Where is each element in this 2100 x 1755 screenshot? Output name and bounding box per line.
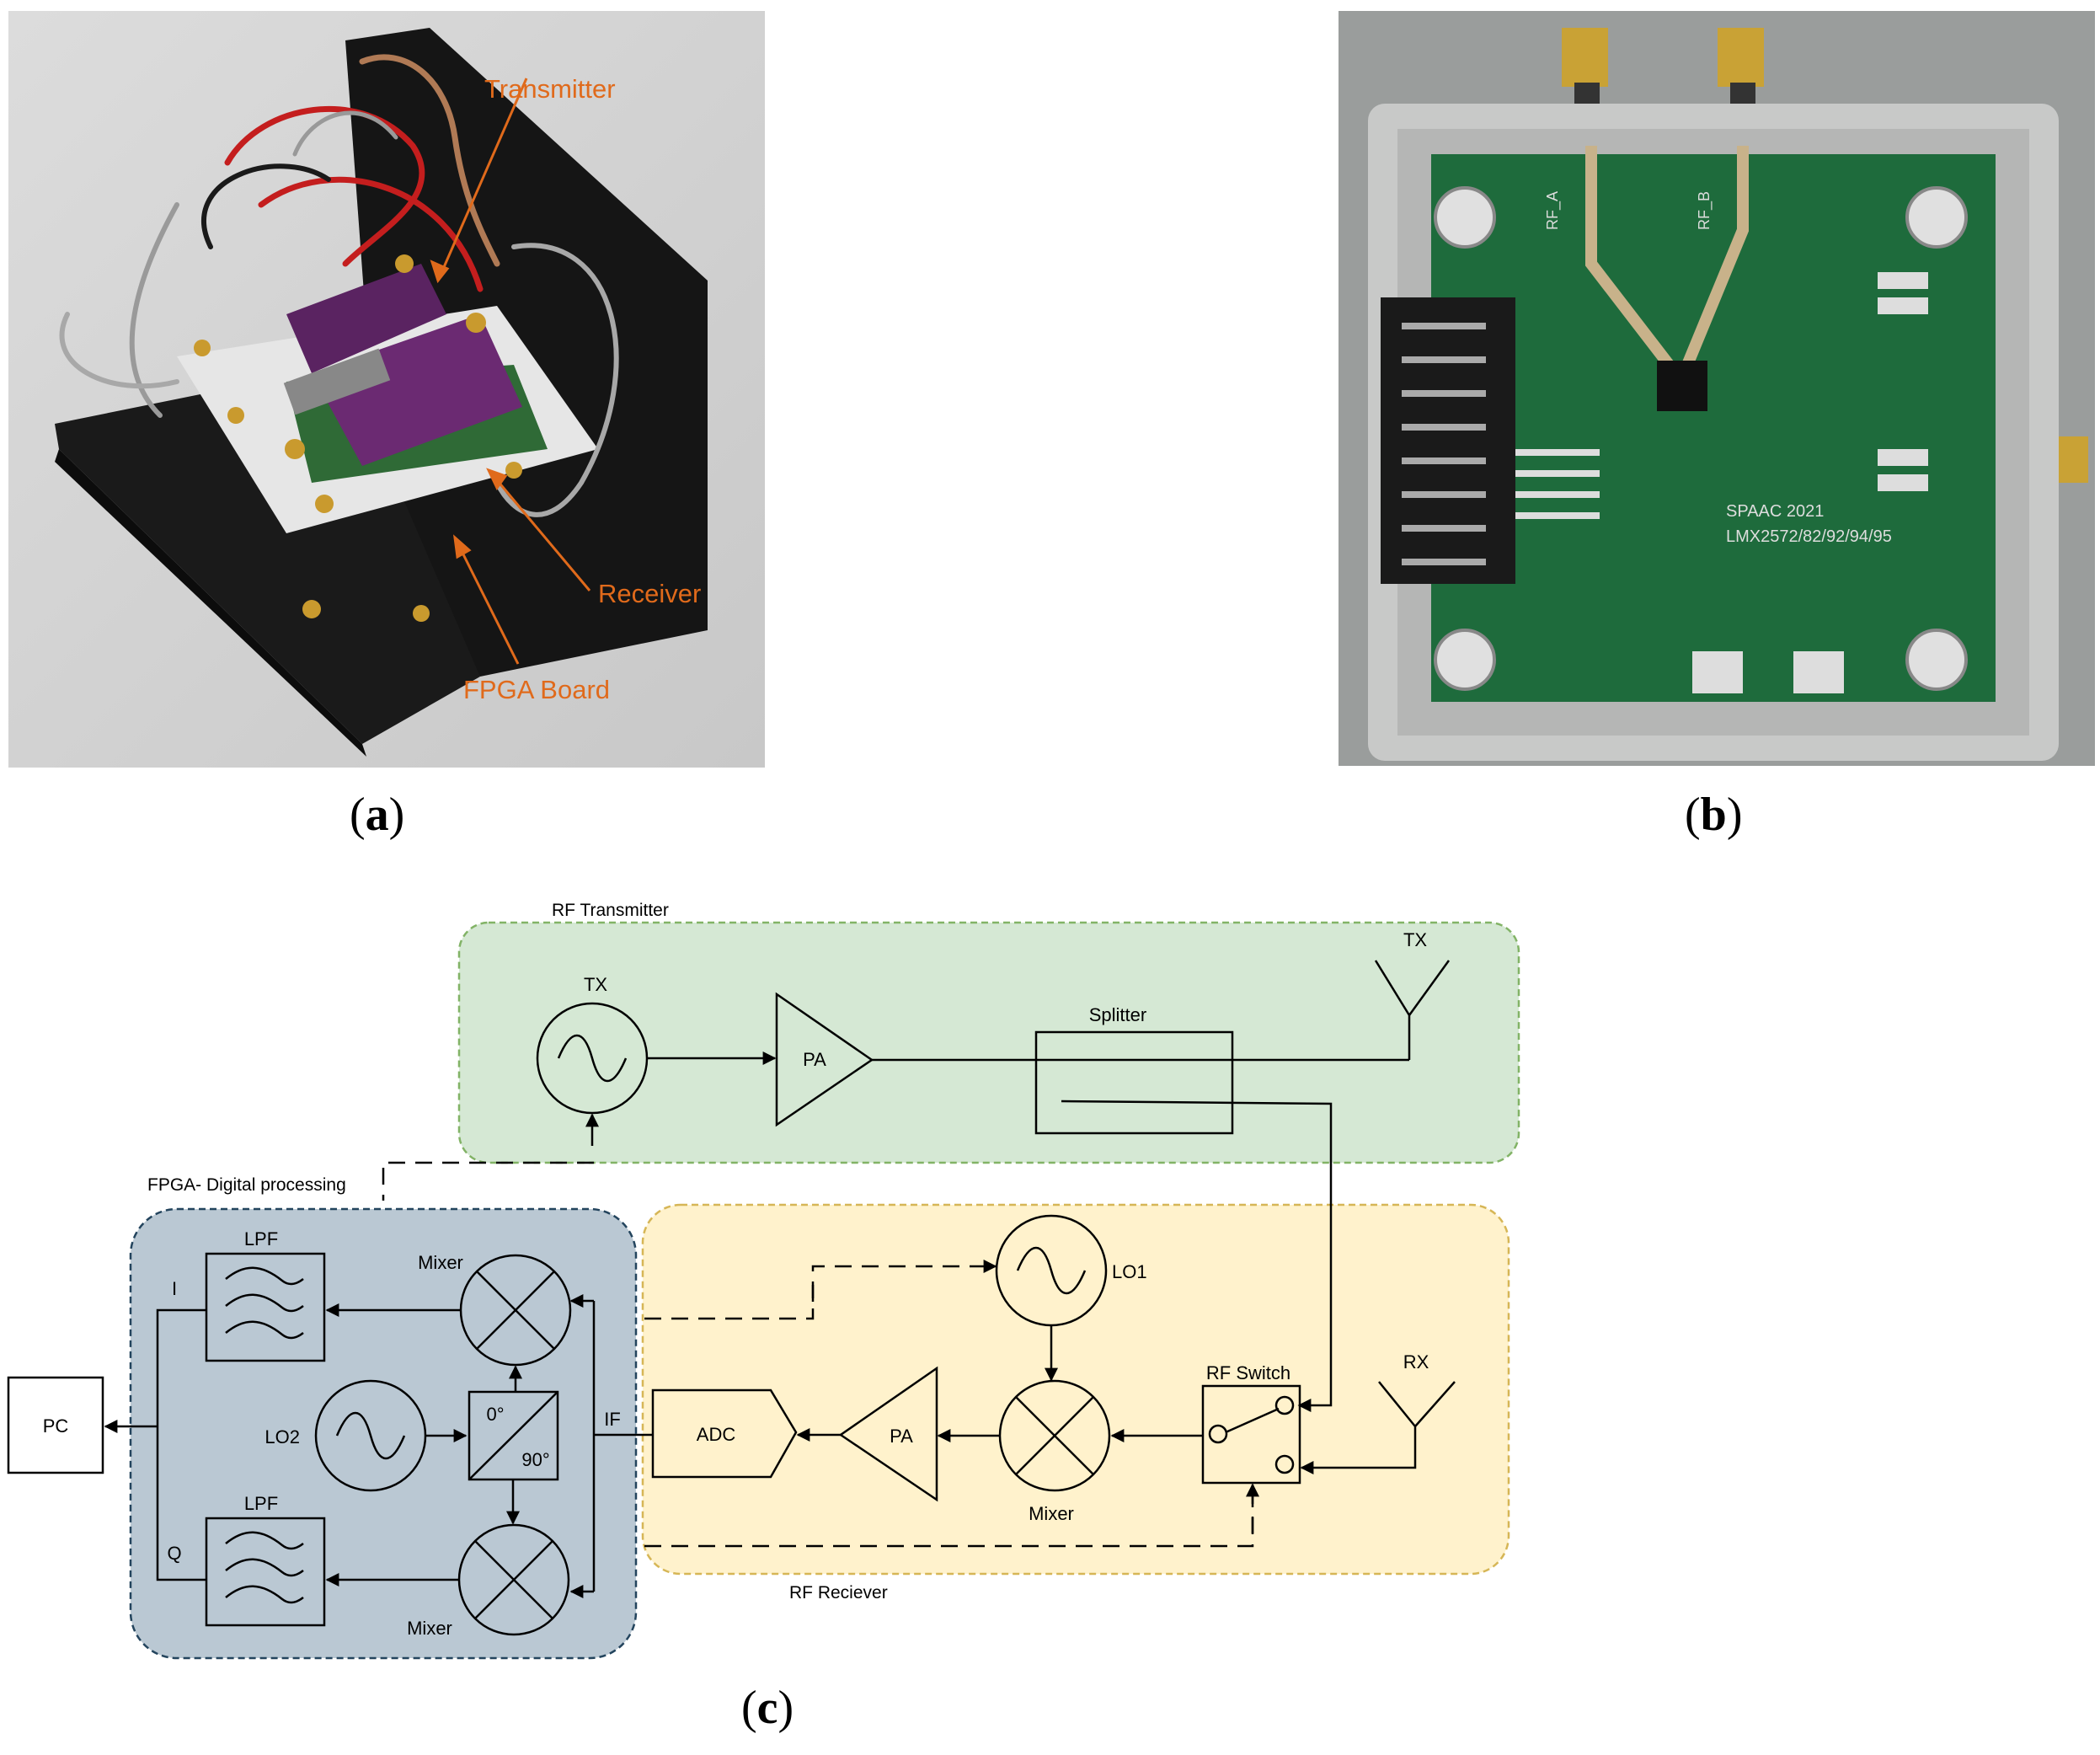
pin-header xyxy=(1381,297,1515,584)
fpga-board-callout: FPGA Board xyxy=(463,675,610,704)
rx-pa-label: PA xyxy=(890,1426,913,1447)
transmitter-callout: Transmitter xyxy=(484,74,616,104)
photo-b-lmx-pcb: RF_A RF_B SPAAC 2021 LMX2572/82/92/94/95 xyxy=(1339,11,2095,766)
splitter xyxy=(1034,1030,1234,1135)
rf-switch-label: RF Switch xyxy=(1206,1362,1290,1383)
adc xyxy=(651,1388,798,1479)
tx-antenna-icon xyxy=(1374,960,1451,1060)
fpga-group-label: FPGA- Digital processing xyxy=(147,1175,346,1195)
i-lowpass-filter xyxy=(205,1252,326,1362)
tx-power-amplifier xyxy=(775,992,874,1127)
q-lowpass-filter xyxy=(205,1517,326,1627)
silkscreen-rf-b: RF_B xyxy=(1696,191,1713,230)
splitter-label: Splitter xyxy=(1089,1004,1146,1025)
transmitter-board xyxy=(312,314,522,466)
rx-mixer-label: Mixer xyxy=(1029,1503,1074,1524)
silkscreen-line1: SPAAC 2021 xyxy=(1726,502,1824,521)
rf-receiver-group-label: RF Reciever xyxy=(789,1583,888,1603)
rx-antenna-icon xyxy=(1378,1381,1456,1466)
caption-a: (a) xyxy=(350,789,405,841)
caption-c: (c) xyxy=(741,1682,794,1734)
if-label: IF xyxy=(604,1409,621,1430)
lo1-label: LO1 xyxy=(1112,1261,1147,1282)
lo2-label: LO2 xyxy=(265,1426,300,1447)
tx-pa-label: PA xyxy=(803,1049,826,1070)
pc-label: PC xyxy=(43,1415,69,1437)
i-mixer-label: Mixer xyxy=(418,1252,463,1273)
rf-transmitter-group xyxy=(457,921,1520,1164)
tx-antenna-label: TX xyxy=(1403,929,1427,950)
silkscreen-line2: LMX2572/82/92/94/95 xyxy=(1726,527,1892,546)
silkscreen-rf-a: RF_A xyxy=(1544,191,1562,230)
rf-transmitter-group-label: RF Transmitter xyxy=(552,901,669,920)
rf-switch xyxy=(1201,1384,1301,1485)
q-mixer-label: Mixer xyxy=(407,1618,452,1639)
rx-power-amplifier xyxy=(838,1366,938,1502)
adc-label: ADC xyxy=(697,1424,736,1445)
receiver-callout: Receiver xyxy=(598,579,701,608)
lmx-chip xyxy=(1657,361,1707,411)
photo-a-rf-system: Transmitter Receiver FPGA Board xyxy=(8,11,765,768)
rf-receiver-group xyxy=(641,1203,1510,1576)
phase-0-label: 0° xyxy=(486,1404,504,1425)
pc-box xyxy=(7,1376,104,1474)
green-pcb xyxy=(1431,154,1996,702)
i-lpf-label: LPF xyxy=(244,1228,278,1249)
q-lpf-label: LPF xyxy=(244,1493,278,1514)
i-channel-label: I xyxy=(172,1278,177,1299)
q-channel-label: Q xyxy=(167,1543,181,1564)
tx-source-label: TX xyxy=(584,974,607,995)
caption-b: (b) xyxy=(1685,789,1743,841)
phase-90-label: 90° xyxy=(521,1449,549,1470)
rx-antenna-label: RX xyxy=(1403,1351,1429,1372)
